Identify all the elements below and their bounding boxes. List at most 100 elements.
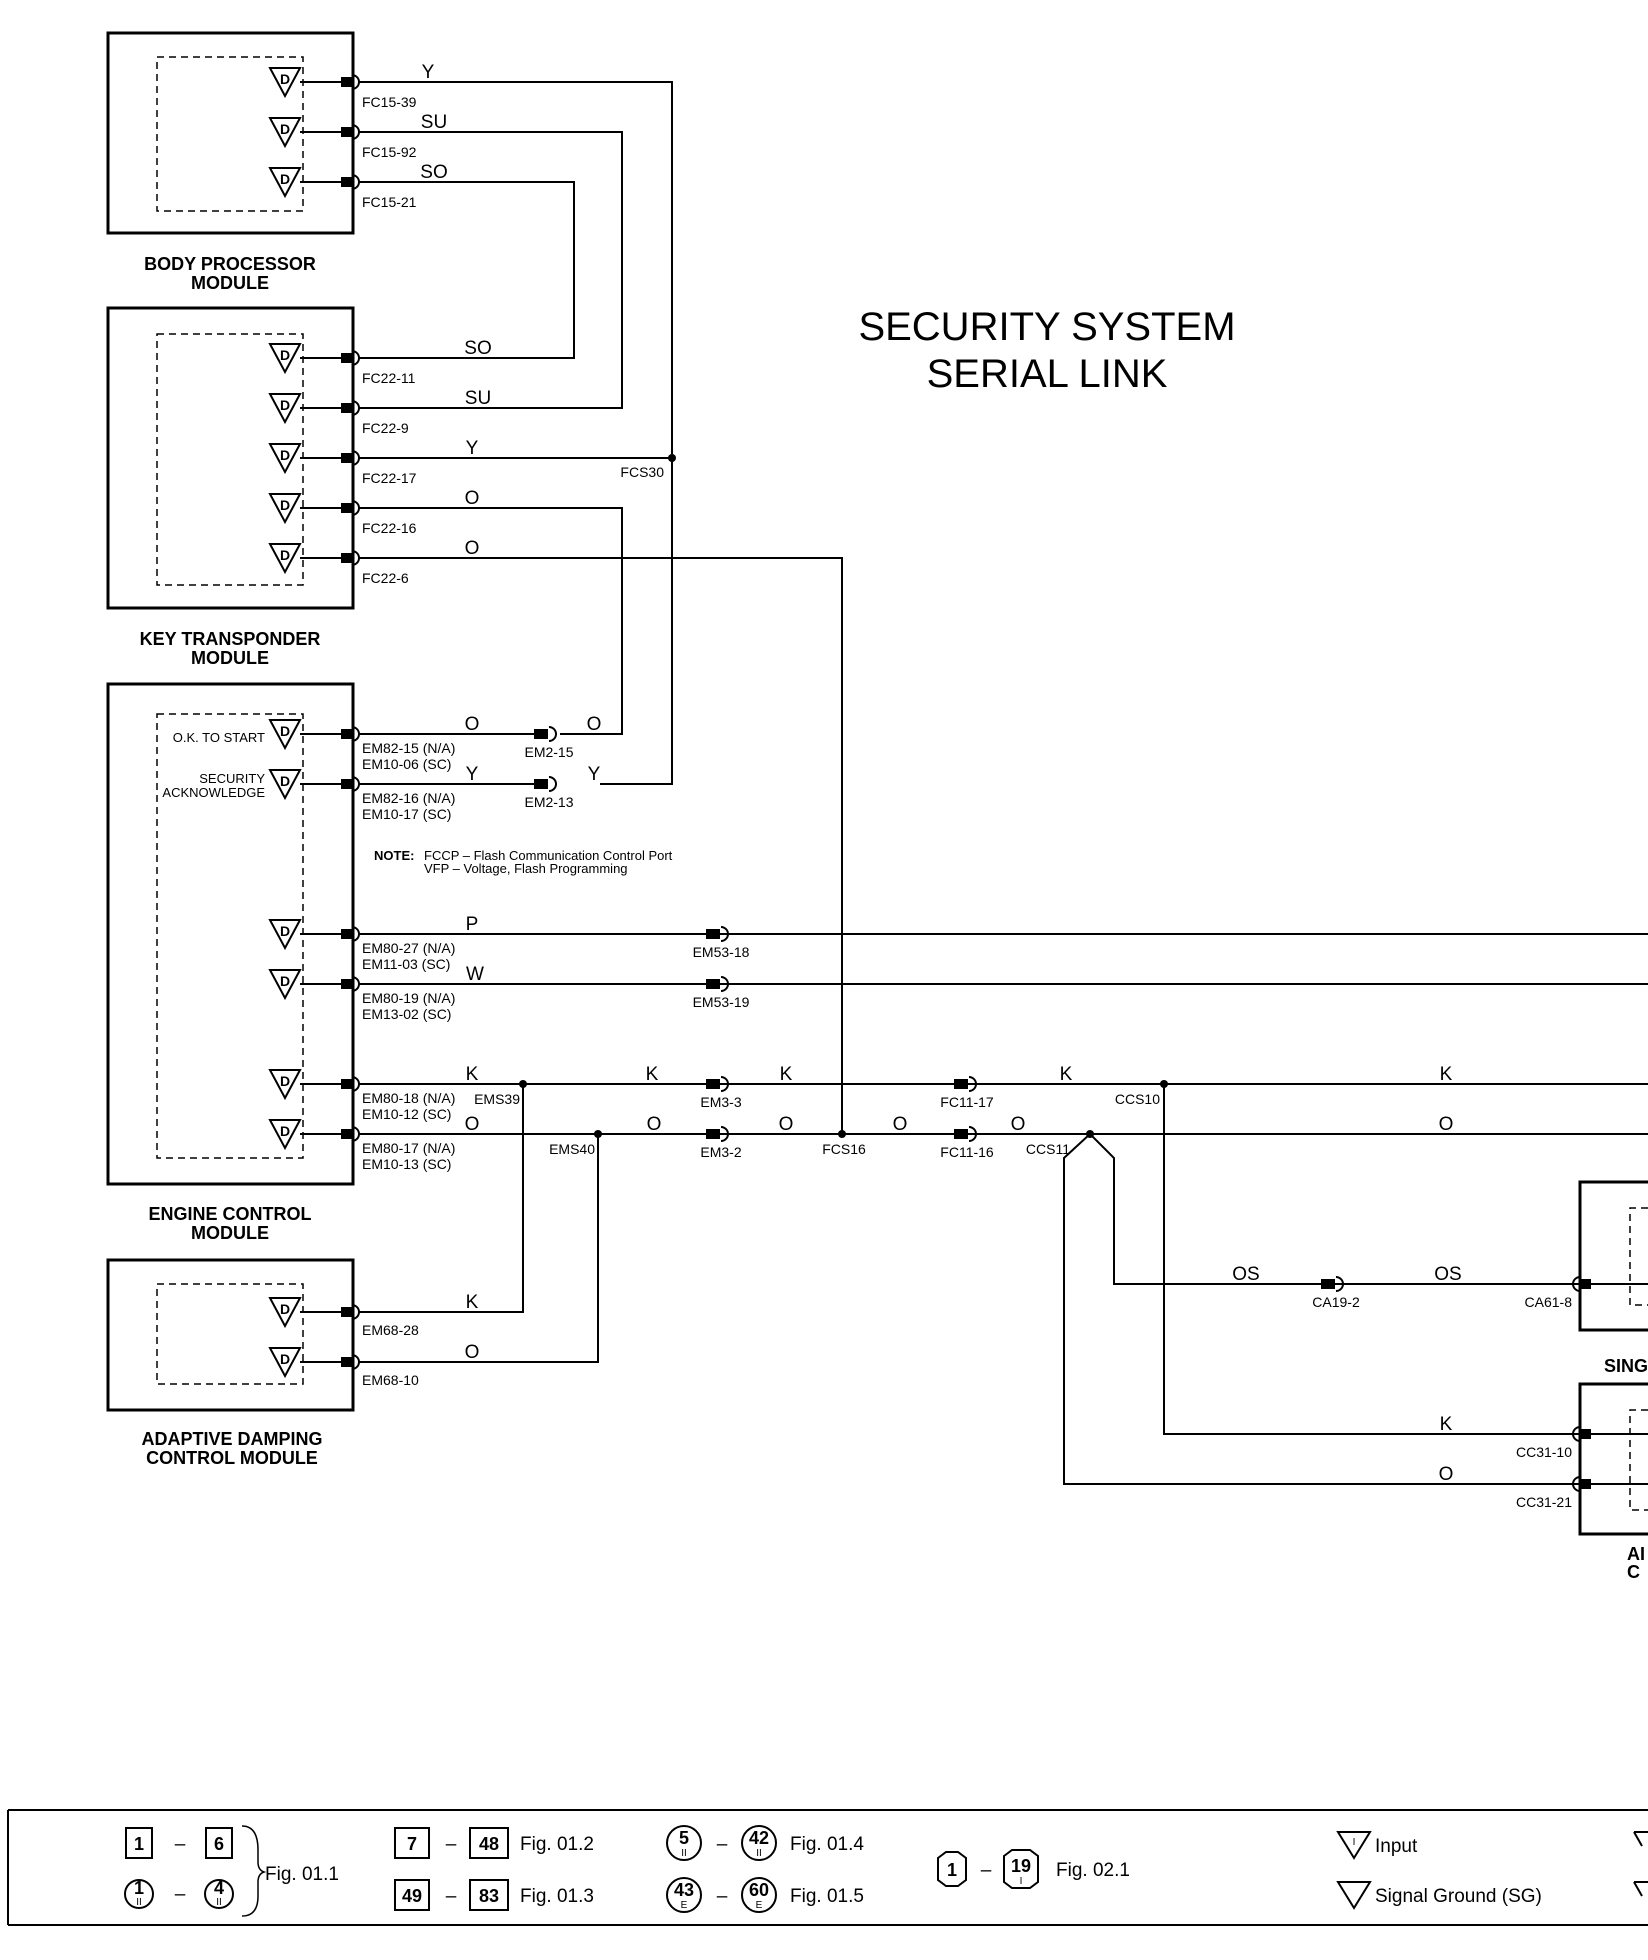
svg-text:OS: OS (1434, 1264, 1461, 1285)
svg-text:Fig. 02.1: Fig. 02.1 (1056, 1860, 1130, 1881)
svg-text:–: – (175, 1884, 186, 1905)
svg-text:49: 49 (402, 1886, 422, 1906)
svg-text:–: – (446, 1886, 457, 1907)
svg-text:SO: SO (464, 338, 491, 359)
diagram-note: NOTE: FCCP – Flash Communication Control… (374, 848, 673, 876)
wire-ccs10-branch (1163, 1084, 1580, 1435)
svg-text:EM68-10: EM68-10 (362, 1372, 419, 1388)
svg-text:I: I (1020, 1876, 1023, 1887)
svg-text:EM53-18: EM53-18 (693, 944, 750, 960)
legend-signal-ground: Signal Ground (SG) (1336, 1881, 1542, 1910)
svg-text:P: P (466, 914, 479, 935)
bpm-name-line2: MODULE (191, 273, 269, 293)
svg-text:K: K (1060, 1064, 1073, 1085)
svg-text:CCS11: CCS11 (1026, 1141, 1070, 1157)
svg-text:EM10-13 (SC): EM10-13 (SC) (362, 1156, 451, 1172)
svg-text:CC31-21: CC31-21 (1516, 1494, 1572, 1510)
right-module-ai-name2: C (1627, 1562, 1640, 1582)
svg-text:Fig. 01.1: Fig. 01.1 (265, 1864, 339, 1885)
svg-text:EM3-3: EM3-3 (700, 1094, 741, 1110)
svg-text:D: D (280, 447, 290, 463)
svg-text:D: D (280, 71, 290, 87)
svg-text:K: K (466, 1064, 479, 1085)
svg-text:60: 60 (749, 1880, 769, 1900)
wire-bpm-su (358, 131, 623, 409)
adcm-name-line1: ADAPTIVE DAMPING (141, 1429, 322, 1449)
svg-text:–: – (175, 1834, 186, 1855)
legend-fig-01-3: 49 – 83 Fig. 01.3 (394, 1879, 594, 1911)
svg-text:EM10-12 (SC): EM10-12 (SC) (362, 1106, 451, 1122)
svg-text:EM3-2: EM3-2 (700, 1144, 741, 1160)
svg-text:K: K (1440, 1064, 1453, 1085)
wire-adcm-k (358, 1084, 524, 1313)
engine-control-module: ENGINE CONTROL MODULE O.K. TO START SECU… (106, 682, 355, 1243)
svg-text:83: 83 (479, 1886, 499, 1906)
svg-text:–: – (446, 1834, 457, 1855)
svg-text:19: 19 (1011, 1856, 1031, 1876)
svg-text:D: D (280, 347, 290, 363)
wire-ccs11-branch (1063, 1133, 1580, 1485)
svg-text:OS: OS (1232, 1264, 1259, 1285)
svg-text:I: I (1353, 1837, 1356, 1848)
svg-text:FCS30: FCS30 (620, 464, 664, 480)
svg-text:EM82-15 (N/A): EM82-15 (N/A) (362, 740, 455, 756)
right-module-sing-name: SING (1604, 1356, 1648, 1376)
svg-text:EMS40: EMS40 (549, 1141, 595, 1157)
svg-text:CA61-8: CA61-8 (1525, 1294, 1573, 1310)
ktm-name-line2: MODULE (191, 648, 269, 668)
svg-text:FC22-9: FC22-9 (362, 420, 409, 436)
legend-fig-01-1: 1 – 6 1 II – 4 II Fig. 01.1 (124, 1825, 339, 1917)
svg-text:EM68-28: EM68-28 (362, 1322, 419, 1338)
svg-text:W: W (466, 964, 484, 985)
adaptive-damping-control-module: ADAPTIVE DAMPING CONTROL MODULE (106, 1258, 355, 1468)
ecm-name-line1: ENGINE CONTROL (148, 1204, 311, 1224)
inline-connectors (534, 726, 1344, 1292)
svg-text:Input: Input (1375, 1836, 1418, 1857)
svg-text:Y: Y (422, 62, 435, 83)
body-processor-module: BODY PROCESSOR MODULE (106, 31, 355, 293)
svg-text:6: 6 (214, 1834, 224, 1854)
ecm-name-line2: MODULE (191, 1223, 269, 1243)
connector-labels: FC15-39 FC15-92 FC15-21 FC22-11 FC22-9 F… (362, 94, 1572, 1510)
svg-text:II: II (756, 1848, 762, 1859)
svg-text:O: O (779, 1114, 794, 1135)
svg-text:D: D (280, 547, 290, 563)
svg-text:D: D (280, 723, 290, 739)
svg-text:SU: SU (421, 112, 447, 133)
svg-text:D: D (280, 973, 290, 989)
svg-text:O: O (465, 538, 480, 559)
svg-text:D: D (280, 497, 290, 513)
svg-text:E: E (681, 1900, 688, 1911)
svg-text:43: 43 (674, 1880, 694, 1900)
svg-text:–: – (717, 1834, 728, 1855)
svg-text:FCS16: FCS16 (822, 1141, 866, 1157)
svg-text:1: 1 (134, 1878, 144, 1898)
svg-text:D: D (280, 171, 290, 187)
pin-symbols: D D D D D D D D D D D D D D D D (269, 67, 304, 1377)
svg-text:1: 1 (134, 1834, 144, 1854)
svg-text:5: 5 (679, 1828, 689, 1848)
key-transponder-module: KEY TRANSPONDER MODULE (106, 306, 355, 668)
svg-text:K: K (646, 1064, 659, 1085)
svg-text:Signal Ground (SG): Signal Ground (SG) (1375, 1886, 1542, 1907)
svg-text:D: D (280, 1301, 290, 1317)
svg-text:EM10-17 (SC): EM10-17 (SC) (362, 806, 451, 822)
wire-os (1089, 1133, 1580, 1285)
right-module-ai-name1: AI (1627, 1544, 1645, 1564)
svg-text:SU: SU (465, 388, 491, 409)
svg-text:CCS10: CCS10 (1115, 1091, 1160, 1107)
splice-dots (519, 454, 1168, 1138)
svg-text:O: O (647, 1114, 662, 1135)
svg-text:FC15-21: FC15-21 (362, 194, 417, 210)
legend-fig-01-4: 5 II – 42 II Fig. 01.4 (666, 1825, 864, 1861)
svg-text:EM80-17 (N/A): EM80-17 (N/A) (362, 1140, 455, 1156)
svg-text:II: II (681, 1848, 687, 1859)
svg-text:O: O (1011, 1114, 1026, 1135)
svg-text:D: D (280, 773, 290, 789)
diagram-title-line2: SERIAL LINK (927, 352, 1168, 396)
svg-text:E: E (756, 1900, 763, 1911)
svg-text:FC15-39: FC15-39 (362, 94, 417, 110)
svg-text:K: K (466, 1292, 479, 1313)
svg-text:42: 42 (749, 1828, 769, 1848)
